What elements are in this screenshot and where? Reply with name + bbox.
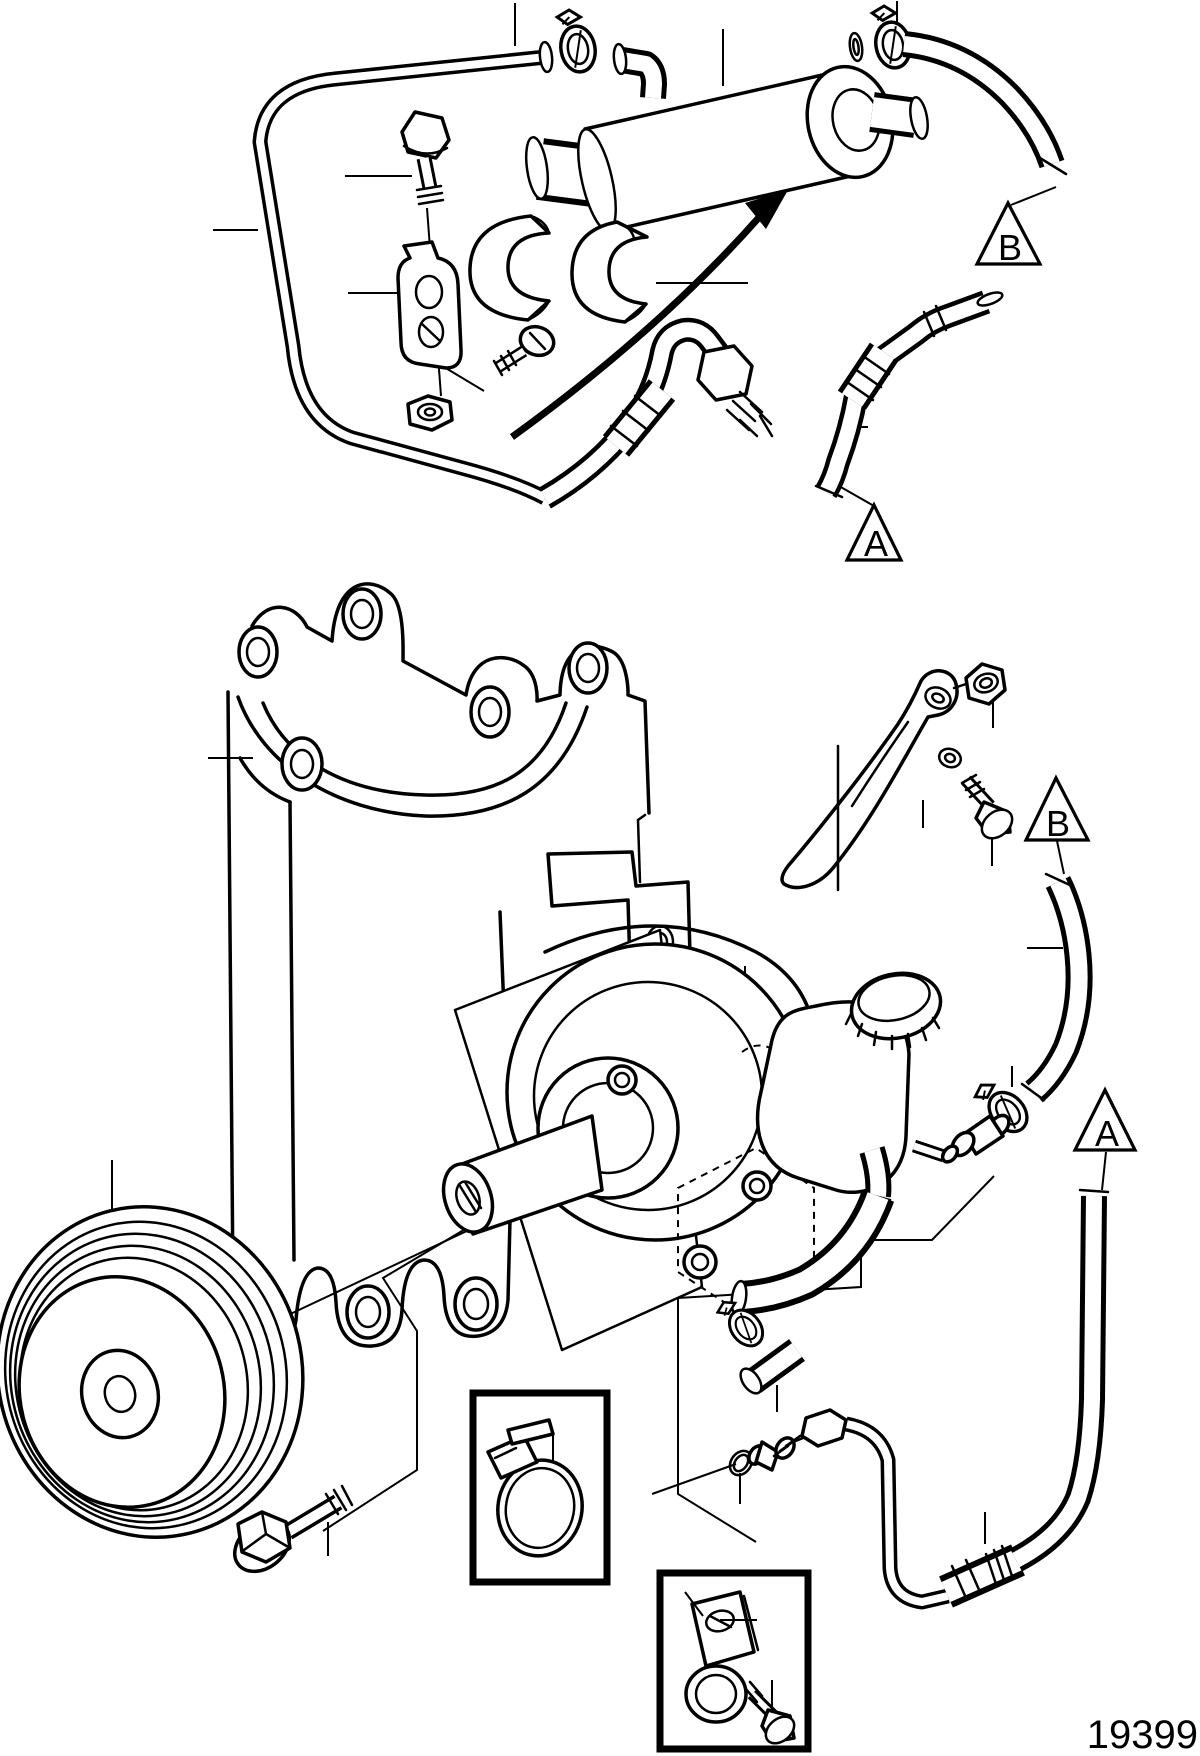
oil-cooler [524, 42, 929, 233]
callout-a-mid-label: A [1095, 1113, 1119, 1154]
mounting-bolt-top [400, 110, 451, 206]
clamp-screw [492, 324, 556, 377]
install-direction-arrow [509, 190, 788, 440]
suction-hose [730, 1189, 895, 1317]
hose-b-upper [902, 31, 1068, 176]
cooler-sleeve-half-left [468, 214, 551, 322]
hose-support-bracket [780, 669, 968, 892]
callout-a-top-label: A [864, 523, 888, 564]
callout-b-top-label: B [998, 227, 1022, 268]
cooler-sleeve-half-right [570, 220, 649, 324]
outlet-valve-fitting [747, 1436, 805, 1472]
return-valve-fitting [911, 1113, 1011, 1164]
bracket-nut [964, 662, 1007, 706]
pipe-clamp-bracket [396, 240, 463, 370]
spacer-tube [739, 1339, 805, 1395]
hose-a-bottom [772, 1188, 1110, 1610]
reservoir-cap [844, 971, 943, 1051]
power-steering-pump [441, 924, 818, 1312]
callout-a-mid: A [1072, 1086, 1138, 1154]
hose-clamp-left [552, 4, 601, 77]
oil-reservoir [755, 971, 943, 1202]
hose-b-mid [1020, 872, 1093, 1103]
pulley-bolt [233, 1484, 354, 1574]
hose-a-upper [814, 290, 1004, 499]
pulley [0, 1205, 305, 1539]
pressure-hose-elbow-fitting [539, 317, 774, 509]
inset-box-hose-clamp [469, 1389, 611, 1586]
oil-cooler-return-pipe [252, 40, 554, 505]
clamp-nut [406, 394, 454, 432]
bracket-bolt [960, 773, 1014, 840]
inset-box-p-clamp [656, 1569, 812, 1753]
callout-b-top: B [974, 199, 1043, 268]
callout-b-mid: B [1023, 774, 1091, 844]
drawing-number: 19399 [1087, 1713, 1198, 1756]
washer-ring [848, 31, 864, 63]
callout-a-top: A [844, 501, 904, 564]
callout-b-mid-label: B [1046, 803, 1070, 844]
